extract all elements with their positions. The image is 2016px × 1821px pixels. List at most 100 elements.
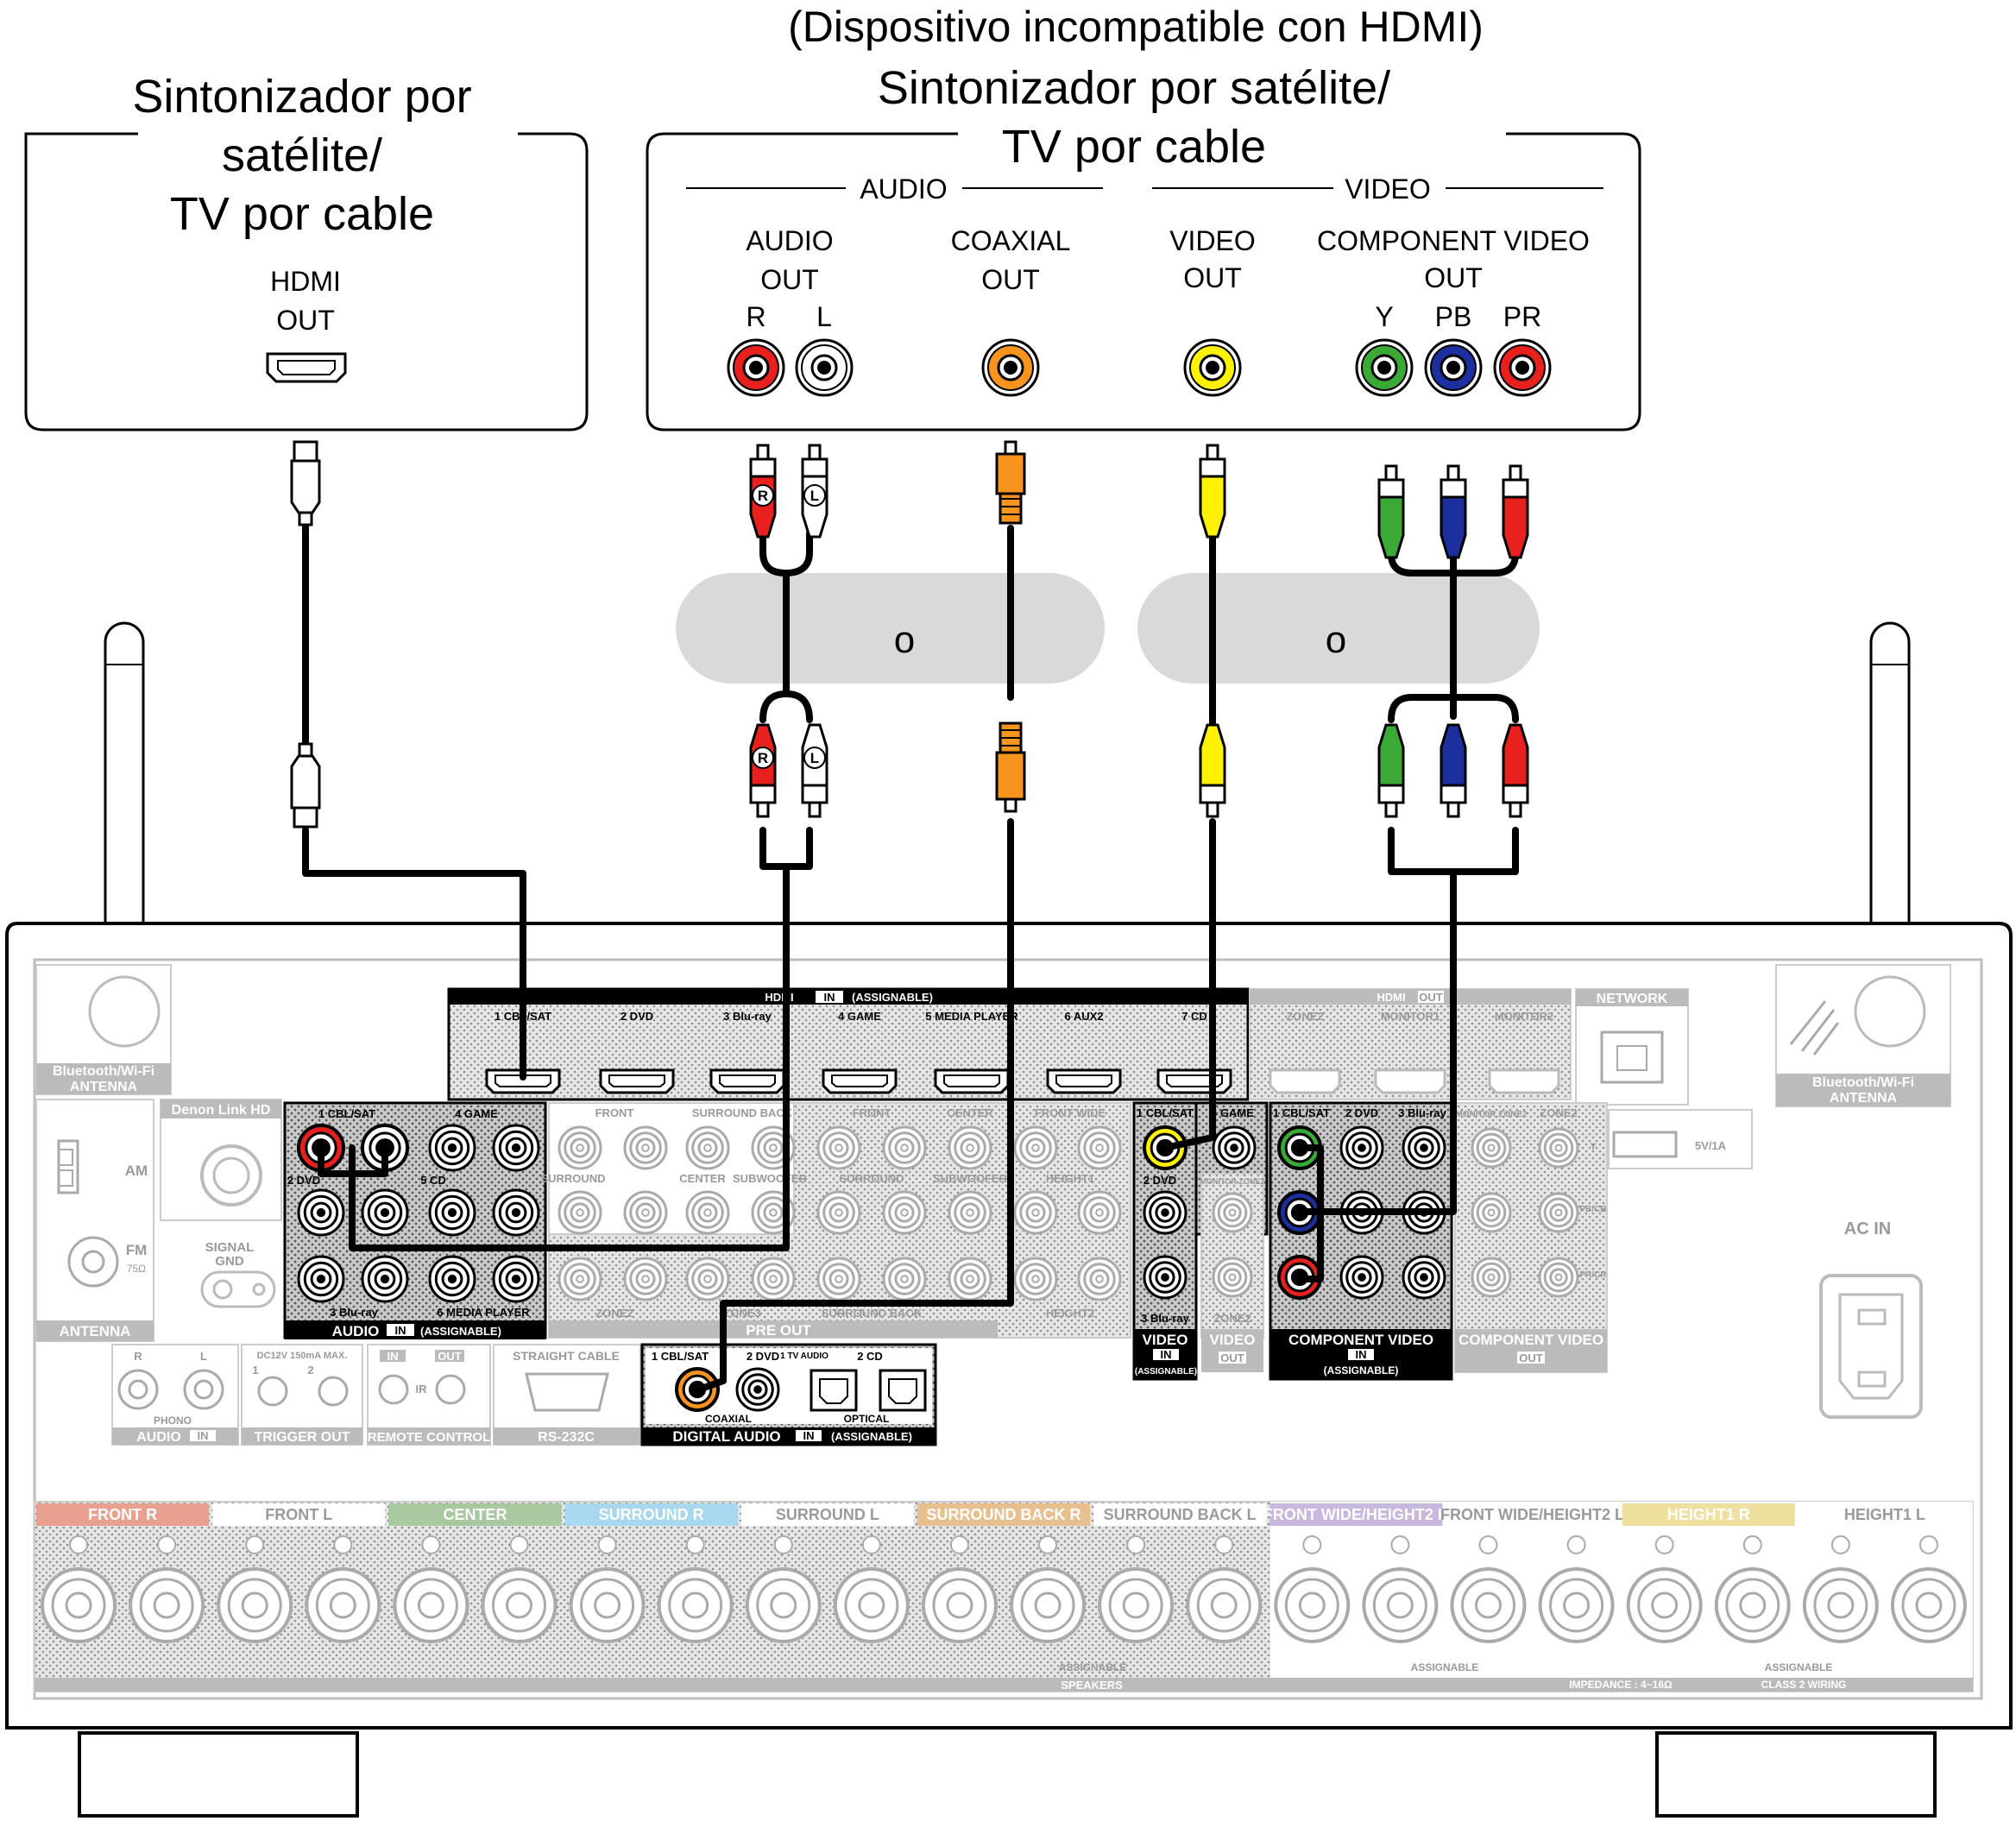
component-plug-lower-pr[interactable] <box>1502 723 1529 818</box>
pre-out-jack-2[interactable] <box>623 1125 668 1170</box>
video-in-dvd-jack[interactable] <box>1143 1190 1188 1235</box>
speaker-terminal-10-minus[interactable] <box>1714 1535 1791 1643</box>
speaker-terminal-11-plus[interactable] <box>1802 1535 1879 1643</box>
speaker-terminal-9-plus[interactable] <box>1450 1535 1527 1643</box>
component-in-bluray-pr-jack[interactable] <box>1402 1255 1446 1300</box>
audio-in-dvd-r-jack[interactable] <box>297 1188 345 1237</box>
audio-plug-lower-r[interactable]: R <box>749 723 777 818</box>
pre-out-jack-27[interactable] <box>1077 1257 1122 1301</box>
pre-out-jack-15[interactable] <box>882 1190 927 1235</box>
pre-out-jack-25[interactable] <box>948 1257 992 1301</box>
hdmi-in-port-5[interactable] <box>934 1068 1010 1094</box>
pre-out-jack-16[interactable] <box>948 1190 992 1235</box>
hdmi-in-port-3[interactable] <box>709 1068 785 1094</box>
pre-out-jack-10[interactable] <box>558 1190 602 1235</box>
audio-in-mp-r-jack[interactable] <box>428 1255 476 1303</box>
coax-plug-lower[interactable] <box>995 721 1026 813</box>
speaker-terminal-1-minus[interactable] <box>129 1535 205 1643</box>
speaker-terminal-6-plus[interactable] <box>921 1535 998 1643</box>
hdmi-plug-receiver[interactable] <box>290 742 321 829</box>
pre-out-jack-21[interactable] <box>685 1257 730 1301</box>
video-plug-lower[interactable] <box>1199 723 1226 818</box>
speaker-terminal-8-plus[interactable] <box>1274 1535 1351 1643</box>
audio-plug-lower-l[interactable]: L <box>801 723 828 818</box>
pre-out-jack-23[interactable] <box>816 1257 861 1301</box>
video-in-game-jack[interactable] <box>1212 1125 1257 1170</box>
pre-out-jack-11[interactable] <box>623 1190 668 1235</box>
video-out-jack[interactable] <box>1183 338 1242 397</box>
component-plug-upper-y[interactable] <box>1377 464 1405 559</box>
pre-out-jack-14[interactable] <box>816 1190 861 1235</box>
component-plug-upper-pr[interactable] <box>1502 464 1529 559</box>
digital-coax-dvd-jack[interactable] <box>735 1367 780 1412</box>
component-plug-upper-pb[interactable] <box>1440 464 1467 559</box>
hdmi-out-port-1[interactable] <box>1269 1068 1341 1094</box>
speaker-terminal-1-plus[interactable] <box>41 1535 117 1643</box>
speaker-terminal-4-plus[interactable] <box>569 1535 646 1643</box>
audio-in-mp-l-jack[interactable] <box>492 1255 540 1303</box>
component-pb-jack[interactable] <box>1424 338 1483 397</box>
coaxial-out-jack[interactable] <box>981 338 1040 397</box>
speaker-terminal-4-minus[interactable] <box>657 1535 734 1643</box>
audio-in-dvd-l-jack[interactable] <box>361 1188 409 1237</box>
component-y-jack[interactable] <box>1355 338 1414 397</box>
hdmi-in-port-4[interactable] <box>822 1068 898 1094</box>
pre-out-jack-22[interactable] <box>751 1257 796 1301</box>
speaker-terminal-8-minus[interactable] <box>1362 1535 1439 1643</box>
component-in-dvd-pr-jack[interactable] <box>1339 1255 1384 1300</box>
pre-out-jack-17[interactable] <box>1013 1190 1058 1235</box>
speaker-terminal-10-plus[interactable] <box>1626 1535 1703 1643</box>
audio-in-bluray-l-jack[interactable] <box>361 1255 409 1303</box>
pre-out-jack-8[interactable] <box>1013 1125 1058 1170</box>
audio-out-r-jack[interactable] <box>727 338 785 397</box>
pre-out-jack-19[interactable] <box>558 1257 602 1301</box>
pre-out-jack-26[interactable] <box>1013 1257 1058 1301</box>
pre-out-jack-1[interactable] <box>558 1125 602 1170</box>
component-out-zone2-pr-jack[interactable] <box>1538 1257 1579 1298</box>
audio-in-game-l-jack[interactable] <box>492 1124 540 1172</box>
coax-plug-upper[interactable] <box>995 440 1026 525</box>
hdmi-out-port-2[interactable] <box>1374 1068 1446 1094</box>
speaker-terminal-9-minus[interactable] <box>1538 1535 1615 1643</box>
component-out-zone2-y-jack[interactable] <box>1538 1127 1579 1169</box>
video-in-bluray-jack[interactable] <box>1143 1255 1188 1300</box>
speaker-terminal-3-minus[interactable] <box>481 1535 558 1643</box>
audio-plug-upper-l[interactable]: L <box>801 444 828 539</box>
audio-in-cd-r-jack[interactable] <box>428 1188 476 1237</box>
video-out-monitor-jack[interactable] <box>1212 1192 1253 1233</box>
component-plug-lower-pb[interactable] <box>1440 723 1467 818</box>
component-in-dvd-y-jack[interactable] <box>1339 1125 1384 1170</box>
pre-out-jack-20[interactable] <box>623 1257 668 1301</box>
component-out-monitor-pr-jack[interactable] <box>1471 1257 1512 1298</box>
component-in-bluray-y-jack[interactable] <box>1402 1125 1446 1170</box>
video-out-zone2-jack[interactable] <box>1212 1257 1253 1298</box>
audio-plug-upper-r[interactable]: R <box>749 444 777 539</box>
pre-out-jack-6[interactable] <box>882 1125 927 1170</box>
hdmi-in-port-7[interactable] <box>1156 1068 1232 1094</box>
audio-in-game-r-jack[interactable] <box>428 1124 476 1172</box>
pre-out-jack-18[interactable] <box>1077 1190 1122 1235</box>
digital-optical-jack-2[interactable] <box>879 1369 927 1412</box>
speaker-terminal-2-minus[interactable] <box>305 1535 381 1643</box>
speaker-terminal-7-minus[interactable] <box>1186 1535 1263 1643</box>
digital-optical-jack-1[interactable] <box>810 1369 858 1412</box>
component-plug-lower-y[interactable] <box>1377 723 1405 818</box>
pre-out-jack-7[interactable] <box>948 1125 992 1170</box>
component-out-monitor-pb-jack[interactable] <box>1471 1192 1512 1233</box>
speaker-terminal-5-plus[interactable] <box>745 1535 822 1643</box>
pre-out-jack-5[interactable] <box>816 1125 861 1170</box>
hdmi-in-port-6[interactable] <box>1046 1068 1122 1094</box>
component-out-zone2-pb-jack[interactable] <box>1538 1192 1579 1233</box>
pre-out-jack-3[interactable] <box>685 1125 730 1170</box>
hdmi-out-port[interactable] <box>266 352 347 383</box>
pre-out-jack-12[interactable] <box>685 1190 730 1235</box>
speaker-terminal-5-minus[interactable] <box>833 1535 910 1643</box>
pre-out-jack-9[interactable] <box>1077 1125 1122 1170</box>
hdmi-in-port-2[interactable] <box>599 1068 675 1094</box>
video-plug-upper[interactable] <box>1199 444 1226 539</box>
speaker-terminal-11-minus[interactable] <box>1890 1535 1967 1643</box>
pre-out-jack-24[interactable] <box>882 1257 927 1301</box>
hdmi-in-port-1[interactable] <box>485 1068 561 1094</box>
component-pr-jack[interactable] <box>1493 338 1552 397</box>
audio-in-cblsat-r-jack[interactable] <box>297 1124 345 1172</box>
